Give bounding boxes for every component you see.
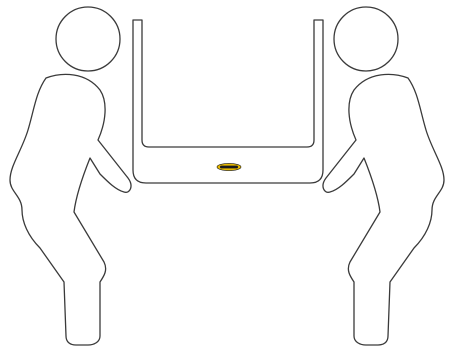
- person-left-head: [56, 7, 120, 71]
- person-left: [10, 7, 131, 345]
- logo-bar: [220, 166, 238, 169]
- carried-frame: [133, 20, 323, 183]
- person-right: [323, 7, 444, 345]
- person-right-head: [334, 7, 398, 71]
- person-right-body: [323, 74, 444, 345]
- brand-logo: [217, 163, 241, 170]
- person-left-body: [10, 74, 131, 345]
